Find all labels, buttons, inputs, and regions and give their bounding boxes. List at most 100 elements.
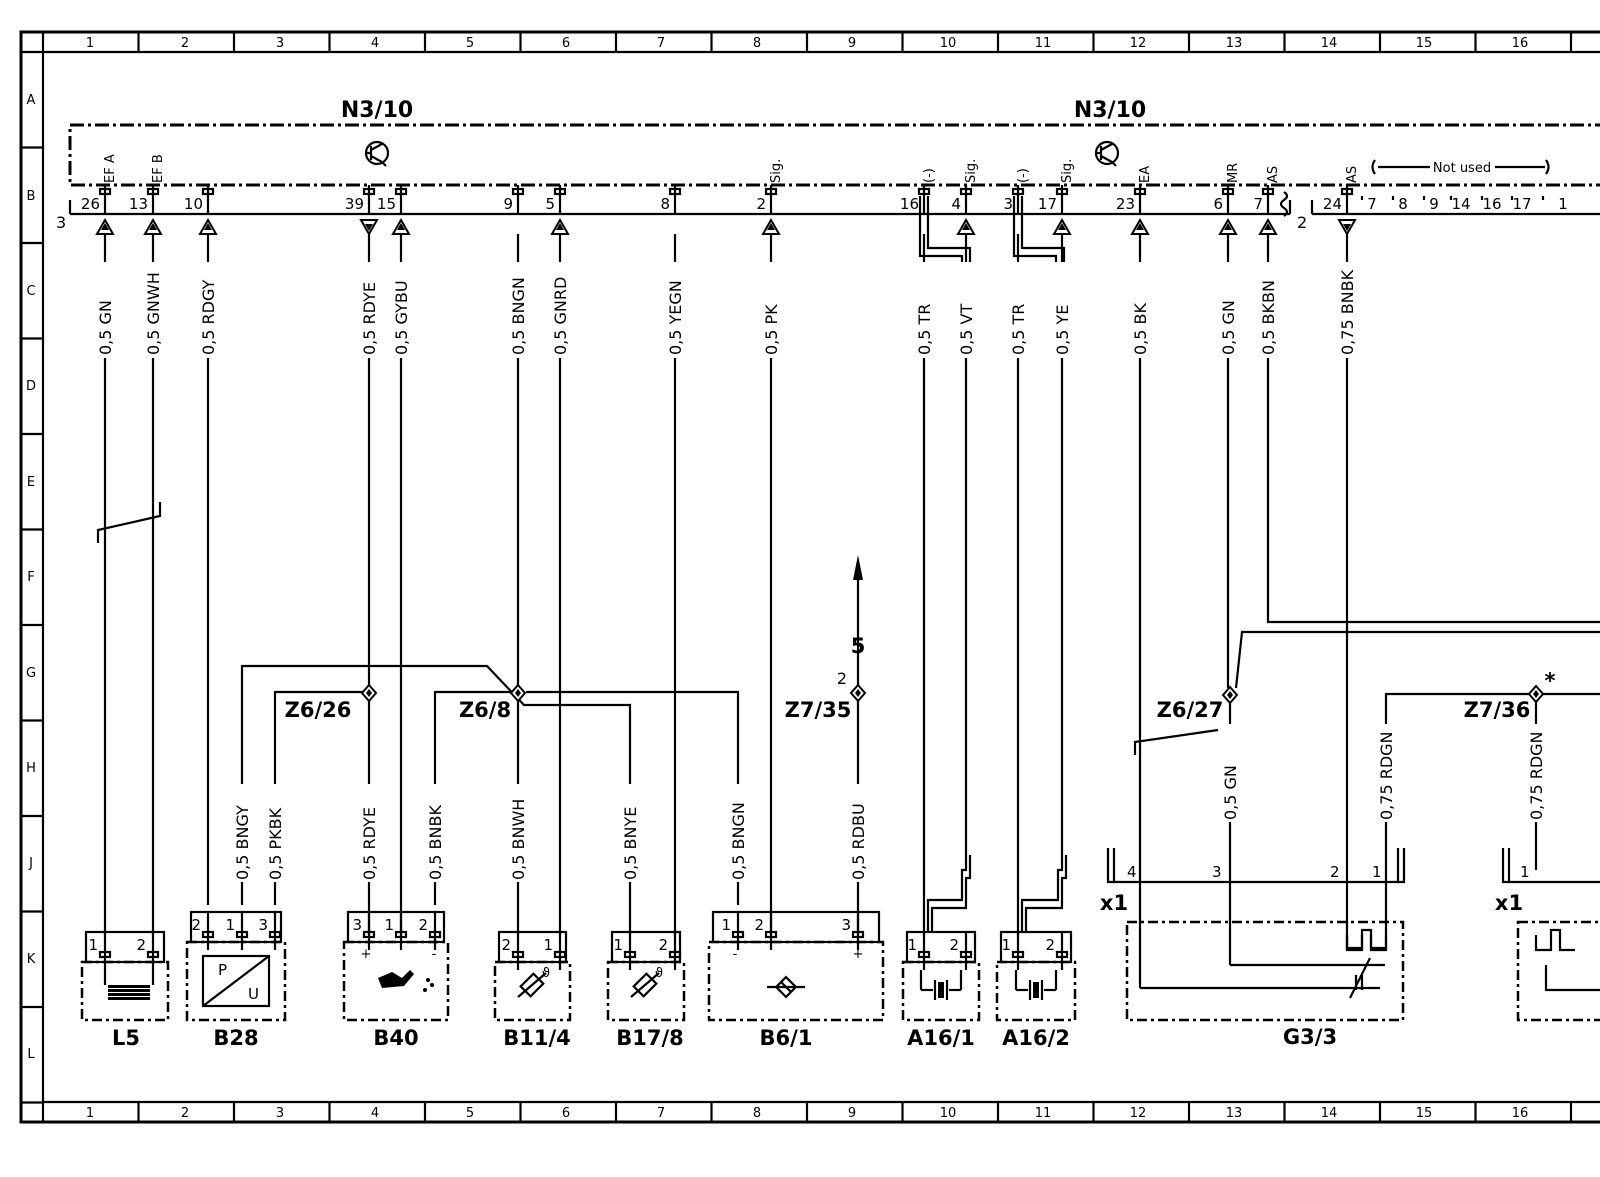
component-pin-number: 2 [658,936,668,954]
knock-sensor-icon [919,970,963,1000]
splice-icon [1221,685,1239,705]
arrow-up-icon [1258,217,1278,235]
svg-text:ϑ: ϑ [655,966,663,981]
component-pin-number: 3 [258,916,268,934]
grid-col-top: 1 [86,36,94,51]
svg-text:0,5 BNGY: 0,5 BNGY [233,805,252,880]
wire-label: 0,75 RDGN [1375,724,1397,822]
grid-col-top: 8 [753,36,761,51]
svg-text:0,5 VT: 0,5 VT [957,304,976,355]
oil-level-sensor-icon: +- [361,947,437,992]
module-pin-signal: AS [1266,166,1281,183]
grid-row: H [26,761,36,776]
module-pin: 10 [184,185,215,214]
module-pin-number: 15 [377,195,396,213]
arrow-up-icon [1052,217,1072,235]
svg-text:0,5 PKBK: 0,5 PKBK [266,807,285,880]
component-pin-number: 2 [191,916,201,934]
svg-text:0,5 YEGN: 0,5 YEGN [666,280,685,355]
svg-text:0,5 RDGY: 0,5 RDGY [199,279,218,355]
grid-col-bottom: 7 [657,1106,665,1121]
splice-label: Z7/36 [1464,698,1531,722]
grid-row-dividers [21,50,43,1104]
module-pin-number: 3 [1003,195,1013,213]
module-pin: 3(-) [1003,168,1031,214]
wire-label: 0,5 BNGN [507,262,529,358]
not-used-label: Not used [1433,161,1491,176]
wire-break-icon [1279,191,1289,217]
module-pin: 6MR [1213,163,1241,214]
module-pin-number: 8 [660,195,670,213]
svg-text:0,5 BK: 0,5 BK [1131,302,1150,355]
splice-icon [509,683,527,703]
x1-connector-outline [1501,848,1600,884]
grid-col-top: 15 [1416,36,1433,51]
component-label: B28 [213,1026,258,1050]
component-pin-number: 3 [1212,863,1222,881]
wire-label: 0,5 YE [1051,262,1073,358]
unused-pin: 16 [1482,195,1501,213]
connector-3-label: 3 [56,213,66,232]
svg-text:0,75 BNBK: 0,75 BNBK [1338,269,1357,355]
svg-text:0,75 RDGN: 0,75 RDGN [1527,731,1546,820]
svg-text:-: - [733,947,738,962]
splice-icon [360,683,378,703]
grid-col-top: 5 [466,36,474,51]
grid-col-bottom: 5 [466,1106,474,1121]
module-pin-signal: EA [1138,166,1153,183]
arrow-up-icon [1130,217,1150,235]
unused-pin: 17 [1512,195,1531,213]
svg-text:0,5 GNWH: 0,5 GNWH [144,272,163,355]
grid-col-bottom: 11 [1035,1106,1052,1121]
arrow-down-icon [1337,219,1357,237]
component-label: B11/4 [503,1026,571,1050]
grid-col-bottom: 14 [1321,1106,1338,1121]
coil-icon [103,970,155,1000]
svg-text:0,75 RDGN: 0,75 RDGN [1377,731,1396,820]
svg-text:0,5 BNGN: 0,5 BNGN [729,802,748,880]
svg-text:0,5 TR: 0,5 TR [915,304,934,355]
wire-label: 0,5 RDGY [197,262,219,358]
wire-label: 0,5 GNRD [549,262,571,358]
grid-col-top: 2 [181,36,189,51]
svg-text:0,5 GNRD: 0,5 GNRD [551,277,570,355]
module-pin-number: 17 [1038,195,1057,213]
wire-label: 0,5 GN [1219,724,1241,822]
svg-text:0,5 BKBN: 0,5 BKBN [1259,280,1278,355]
component-label: A16/1 [907,1026,975,1050]
module-pin-signal: EF B [151,154,166,183]
n3-10-module-outline [68,123,1600,187]
wire-label: 0,5 GNWH [142,262,164,358]
svg-text:0,5 YE: 0,5 YE [1053,305,1072,355]
component-pin-number: 3 [352,916,362,934]
heater-element-icon [1345,935,1364,950]
module-title-left: N3/10 [341,98,413,123]
grid-col-bottom: 13 [1226,1106,1243,1121]
grid-col-bottom: 10 [940,1106,957,1121]
svg-text:+: + [361,947,372,962]
arrow-up-icon [198,217,218,235]
module-pin-signal: (-) [1016,168,1031,183]
grid-col-top: 3 [276,36,284,51]
module-pin-signal: Sig. [769,159,784,183]
svg-text:0,5 BNGN: 0,5 BNGN [509,277,528,355]
grid-col-top: 13 [1226,36,1243,51]
g3-3-outline [1125,920,1405,1022]
component-pin-number: 1 [1372,863,1382,881]
partial-component-outline [1516,920,1600,1022]
grid-row: G [26,666,36,681]
grid-col-top: 14 [1321,36,1338,51]
module-pin-number: 2 [756,195,766,213]
module-pin: 9 [503,185,525,214]
svg-text:ϑ: ϑ [542,966,550,981]
wire-label: 0,5 BK [1129,262,1151,358]
arrow-reference: 5 [851,634,866,658]
